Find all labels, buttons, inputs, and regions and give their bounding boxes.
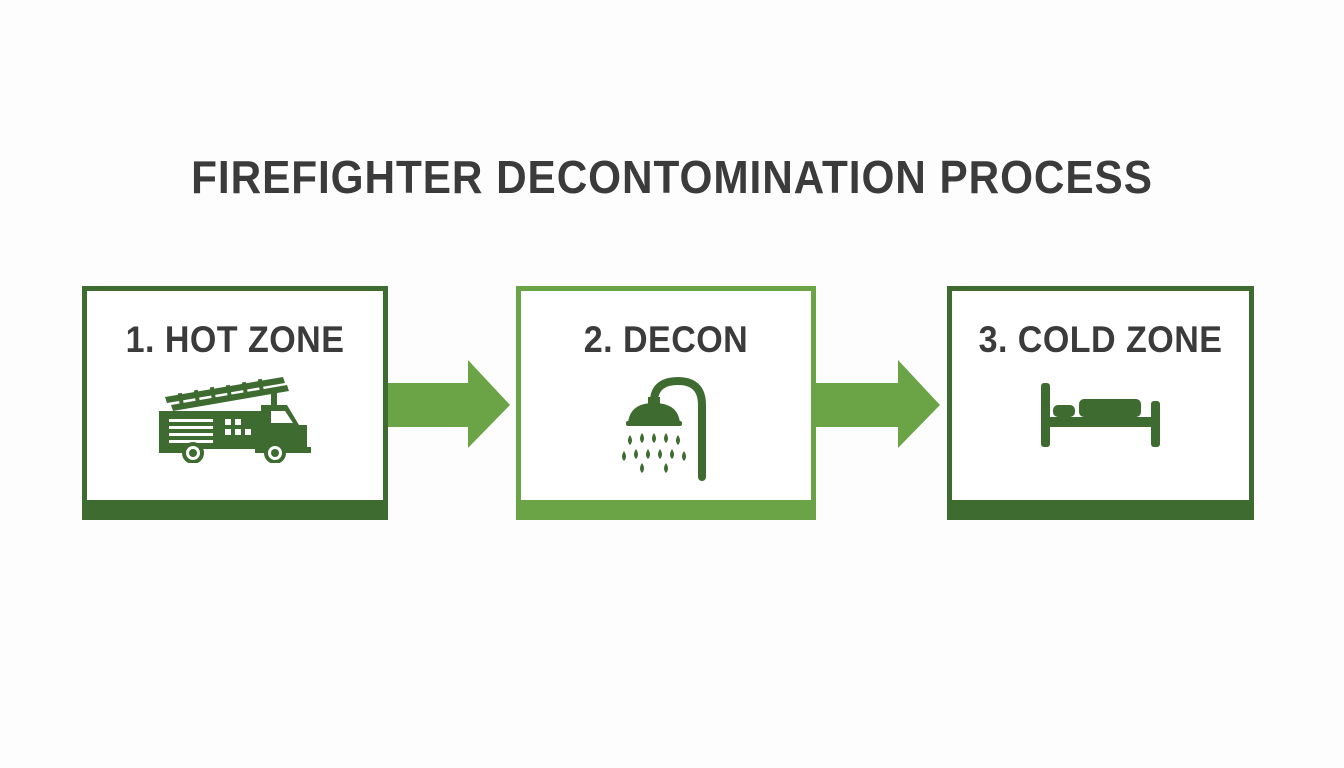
arrow-right-icon: [816, 360, 940, 448]
arrow-right-icon: [388, 360, 510, 448]
step-cold-zone: 3. COLD ZONE: [947, 286, 1254, 520]
shower-icon: [622, 377, 706, 481]
bed-icon: [1040, 383, 1160, 447]
step-label-cold-zone: 3. COLD ZONE: [978, 319, 1223, 360]
diagram-title: FIREFIGHTER DECONTOMINATION PROCESS: [191, 151, 1153, 203]
step-decon: 2. DECON: [516, 286, 816, 520]
fire-truck-icon: [159, 377, 311, 463]
step-label-decon: 2. DECON: [583, 319, 749, 360]
step-label-hot-zone: 1. HOT ZONE: [125, 319, 345, 360]
step-hot-zone: 1. HOT ZONE: [82, 286, 388, 520]
